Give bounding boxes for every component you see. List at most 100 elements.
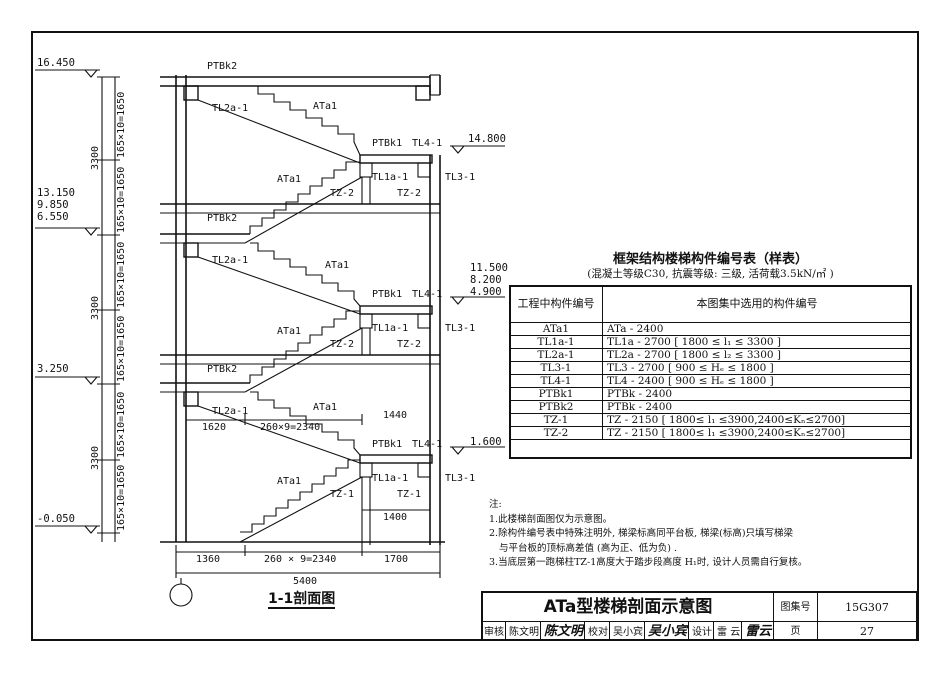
member-labels: PTBk2 TL2a-1 ATa1 PTBk1 TL4-1 ATa1 TL1a-… <box>207 61 475 500</box>
label-ata-5: ATa1 <box>313 402 337 413</box>
label-tl1a-2: TL1a-1 <box>372 323 408 334</box>
label-tl2a-low: TL2a-1 <box>212 406 248 417</box>
elev-13150: 13.150 <box>37 187 75 199</box>
note-item: 与平台板的顶标高差值 (高为正、低为负) . <box>499 542 677 554</box>
note-item: 1.此楼梯剖面图仅为示意图。 <box>489 513 613 525</box>
check-signature: 吴小宾 <box>648 624 688 639</box>
check-label: 校对 <box>588 627 609 638</box>
flight-dim-5: 165×10=1650 <box>116 392 127 458</box>
table-cell: TL3-1 <box>509 361 603 375</box>
label-ptbk2-low: PTBk2 <box>207 364 237 375</box>
table-cell: ATa - 2400 <box>602 322 912 336</box>
design-name: 雷 云 <box>717 627 741 638</box>
flight-dim-6: 165×10=1650 <box>116 465 127 531</box>
elevation-labels: 16.450 13.150 9.850 6.550 3.250 -0.050 1… <box>37 57 508 525</box>
dim-1360: 1360 <box>196 554 220 565</box>
review-signature: 陈文明 <box>544 624 584 639</box>
table-cell: TL2a - 2700 [ 1800 ≤ l₂ ≤ 3300 ] <box>602 348 912 362</box>
label-tl2a-mid: TL2a-1 <box>212 255 248 266</box>
label-tl3-1: TL3-1 <box>445 172 475 183</box>
table-header-row: 工程中构件编号 本图集中选用的构件编号 <box>509 285 912 323</box>
elev-1600: 1.600 <box>470 436 502 448</box>
signature-row: 审核陈文明陈文明校对吴小宾吴小宾设计雷 云雷云 <box>483 622 774 641</box>
label-tz1-b: TZ-1 <box>397 489 421 500</box>
elev-3250: 3.250 <box>37 363 69 375</box>
label-tz2-1a: TZ-2 <box>330 188 354 199</box>
label-tl4-2: TL4-1 <box>412 289 442 300</box>
table-title: 框架结构楼梯构件编号表（样表） <box>612 252 808 267</box>
table-cell: PTBk1 <box>509 387 603 401</box>
table-cell: TL2a-1 <box>509 348 603 362</box>
drawing-title: ATa型楼梯剖面示意图 <box>483 593 774 622</box>
elev-9850: 9.850 <box>37 199 69 211</box>
storey-height-1: 3300 <box>90 146 101 170</box>
vertical-dim-labels: 3300 3300 3300 165×10=1650 165×10=1650 1… <box>90 92 127 531</box>
label-ata-4: ATa1 <box>277 326 301 337</box>
label-ata-3: ATa1 <box>325 260 349 271</box>
title-block: ATa型楼梯剖面示意图 图集号 15G307 页 27 审核陈文明陈文明校对吴小… <box>481 591 917 641</box>
review-label: 审核 <box>484 627 504 638</box>
check-name: 吴小宾 <box>613 627 644 638</box>
elev-16450: 16.450 <box>37 57 75 69</box>
label-tl3-3: TL3-1 <box>445 473 475 484</box>
design-label: 设计 <box>692 627 713 638</box>
dim-1440: 1440 <box>383 410 407 421</box>
section-geometry <box>35 69 505 607</box>
label-ptbk2-mid: PTBk2 <box>207 213 237 224</box>
dim-1700: 1700 <box>384 554 408 565</box>
elev-minus-0050: -0.050 <box>37 513 75 525</box>
note-item: 3.当底层第一跑梯柱TZ-1高度大于踏步段高度 H₁时, 设计人员需自行复核。 <box>489 557 808 568</box>
label-tl2a-top: TL2a-1 <box>212 103 248 114</box>
elev-4900: 4.900 <box>470 286 502 298</box>
table-cell: ATa1 <box>509 322 603 336</box>
page-number: 27 <box>818 622 917 641</box>
flight-dim-2: 165×10=1650 <box>116 167 127 233</box>
label-tl3-2: TL3-1 <box>445 323 475 334</box>
label-tl4-1: TL4-1 <box>412 138 442 149</box>
notes-heading: 注: <box>489 499 502 510</box>
storey-height-3: 3300 <box>90 446 101 470</box>
elev-6550: 6.550 <box>37 211 69 223</box>
atlas-label: 图集号 <box>774 593 818 622</box>
drawing-frame <box>31 31 919 641</box>
table-cell: TZ-2 <box>509 426 603 440</box>
flight-dim-3: 165×10=1650 <box>116 242 127 308</box>
dim-1620: 1620 <box>202 422 226 433</box>
table-cell: TL4 - 2400 [ 900 ≤ Hₑ ≤ 1800 ] <box>602 374 912 388</box>
table-cell: TL1a-1 <box>509 335 603 349</box>
table-cell: TL3 - 2700 [ 900 ≤ Hₑ ≤ 1800 ] <box>602 361 912 375</box>
label-ptbk1-2: PTBk1 <box>372 289 402 300</box>
label-ata-1: ATa1 <box>313 101 337 112</box>
table-cell: PTBk - 2400 <box>602 387 912 401</box>
label-tz2-2b: TZ-2 <box>397 339 421 350</box>
table-cell: TL1a - 2700 [ 1800 ≤ l₁ ≤ 3300 ] <box>602 335 912 349</box>
label-ptbk1-1: PTBk1 <box>372 138 402 149</box>
section-title: 1-1剖面图 <box>268 591 336 609</box>
label-tl1a-3: TL1a-1 <box>372 473 408 484</box>
label-ptbk1-3: PTBk1 <box>372 439 402 450</box>
table-header-atlas-no: 本图集中选用的构件编号 <box>602 285 912 323</box>
review-name: 陈文明 <box>509 627 539 638</box>
flight-dim-4: 165×10=1650 <box>116 316 127 382</box>
label-tz2-2a: TZ-2 <box>330 339 354 350</box>
label-tl4-3: TL4-1 <box>412 439 442 450</box>
label-ata-2: ATa1 <box>277 174 301 185</box>
table-cell: PTBk2 <box>509 400 603 414</box>
horizontal-dim-labels: 1620 260×9=2340 1440 1400 1360 260 × 9=2… <box>196 410 408 587</box>
elev-11500: 11.500 <box>470 262 508 274</box>
table-cell: PTBk - 2400 <box>602 400 912 414</box>
table-cell: TL4-1 <box>509 374 603 388</box>
label-tl1a-1: TL1a-1 <box>372 172 408 183</box>
dim-5400: 5400 <box>293 576 317 587</box>
note-item: 2.除构件编号表中特殊注明外, 梯梁标高同平台板, 梯梁(标高)只填写梯梁 <box>489 528 794 539</box>
